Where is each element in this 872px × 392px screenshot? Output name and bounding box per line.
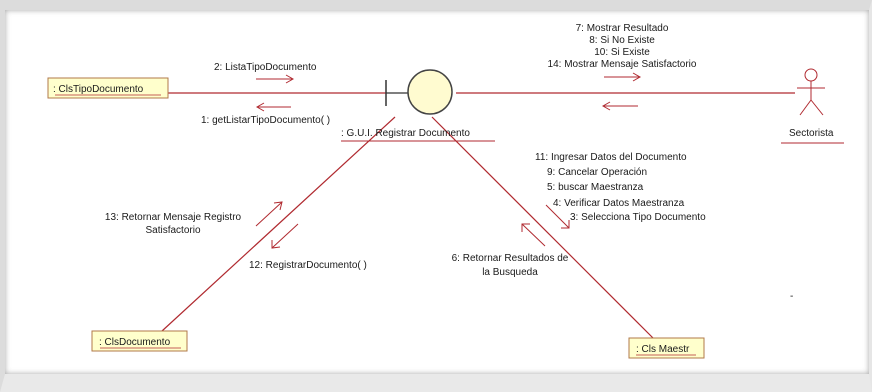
msg-ingresar-datos: 11: Ingresar Datos del Documento xyxy=(535,152,687,163)
msg-si-existe: 10: Si Existe xyxy=(594,47,650,58)
svg-text:: ClsTipoDocumento: : ClsTipoDocumento xyxy=(53,84,144,95)
cls-documento-box: : ClsDocumento xyxy=(91,330,188,352)
cls-maestr-box: : Cls Maestr xyxy=(628,337,705,359)
msg-mostrar-resultado: 7: Mostrar Resultado xyxy=(576,23,669,34)
msg-cancelar-operacion: 9: Cancelar Operación xyxy=(547,167,647,178)
msg-selecciona-tipo: 3: Selecciona Tipo Documento xyxy=(570,212,706,223)
msg-retornar-mensaje-1: 13: Retornar Mensaje Registro xyxy=(105,212,242,223)
arrow-selecciona-tipo xyxy=(545,204,570,229)
msg-get-listar: 1: getListarTipoDocumento( ) xyxy=(201,115,330,126)
arrow-lista-tipo xyxy=(256,74,295,84)
sectorista-actor-icon xyxy=(797,68,825,116)
msg-verificar-datos: 4: Verificar Datos Maestranza xyxy=(553,198,685,209)
gui-label: : G.U.I. Registrar Documento xyxy=(341,128,470,139)
cls-tipo-documento-box: : ClsTipoDocumento xyxy=(47,77,169,99)
msg-si-no-existe: 8: Si No Existe xyxy=(589,35,655,46)
msg-retornar-mensaje-2: Satisfactorio xyxy=(145,225,200,236)
msg-retornar-resultados-2: la Busqueda xyxy=(482,267,538,278)
arrow-ingresar-datos xyxy=(601,101,638,111)
arrow-retornar-mensaje xyxy=(255,201,283,227)
msg-lista-tipo: 2: ListaTipoDocumento xyxy=(214,62,317,73)
svg-text:: ClsDocumento: : ClsDocumento xyxy=(99,337,171,348)
svg-text:: Cls Maestr: : Cls Maestr xyxy=(636,344,690,355)
arrow-retornar-resultados xyxy=(521,223,546,247)
msg-registrar-documento: 12: RegistrarDocumento( ) xyxy=(249,260,367,271)
arrow-mostrar-resultado xyxy=(604,72,642,82)
actor-label: Sectorista xyxy=(789,128,834,139)
arrow-get-listar xyxy=(255,102,291,112)
msg-retornar-resultados-1: 6: Retornar Resultados de xyxy=(452,253,569,264)
arrow-registrar-documento xyxy=(271,223,299,249)
gui-boundary-icon xyxy=(385,69,453,115)
stray-dash: - xyxy=(790,291,793,302)
link-gui-clsmaestr xyxy=(431,116,656,341)
link-gui-clsdocumento xyxy=(161,116,396,332)
msg-buscar-maestranza: 5: buscar Maestranza xyxy=(547,182,644,193)
msg-mostrar-mensaje: 14: Mostrar Mensaje Satisfactorio xyxy=(548,59,697,70)
